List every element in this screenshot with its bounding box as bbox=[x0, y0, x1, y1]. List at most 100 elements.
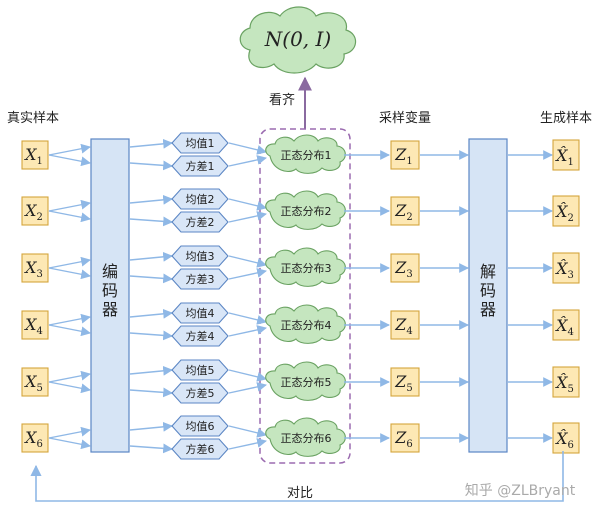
z-latent-box bbox=[390, 310, 420, 340]
x-output-box bbox=[552, 422, 580, 454]
x-to-encoder-arrow bbox=[48, 313, 91, 326]
encoder-to-var-arrow bbox=[129, 160, 173, 171]
variance-label: 方差6 bbox=[186, 442, 215, 456]
row-3: X3 均值3 方差3 正态分布3 Z3 X̂3 bbox=[21, 245, 580, 290]
var-to-dist-arrow bbox=[228, 268, 267, 280]
svg-text:器: 器 bbox=[102, 300, 118, 319]
distribution-group bbox=[259, 128, 351, 464]
x-input-box bbox=[21, 310, 49, 340]
x-to-encoder-arrow bbox=[48, 143, 91, 156]
x-output-label: X̂3 bbox=[554, 259, 574, 281]
x-to-encoder-arrow bbox=[48, 210, 91, 223]
distribution-label: 正态分布5 bbox=[281, 376, 332, 389]
encoder-block: 编码器 bbox=[90, 138, 130, 453]
x-input-label: X3 bbox=[23, 258, 43, 280]
normal-distribution-cloud bbox=[265, 190, 346, 230]
distribution-label: 正态分布3 bbox=[281, 262, 332, 275]
svg-text:码: 码 bbox=[102, 281, 118, 300]
mean-node bbox=[171, 132, 229, 154]
var-to-dist-arrow bbox=[228, 155, 267, 167]
x-input-box bbox=[21, 140, 49, 170]
watermark: 知乎 @ZLBryant bbox=[465, 482, 576, 499]
z-latent-box bbox=[390, 196, 420, 226]
decoder-label: 解码器 bbox=[480, 262, 496, 319]
var-to-dist-arrow bbox=[228, 382, 267, 394]
z-latent-label: Z4 bbox=[394, 315, 413, 337]
mean-label: 均值3 bbox=[186, 250, 215, 263]
normal-distribution-cloud bbox=[265, 134, 346, 174]
variance-label: 方差5 bbox=[186, 386, 215, 400]
x-to-encoder-arrow bbox=[48, 437, 91, 450]
x-input-label: X2 bbox=[23, 201, 43, 223]
svg-text:器: 器 bbox=[480, 300, 496, 319]
z-latent-label: Z5 bbox=[394, 372, 413, 394]
x-to-encoder-arrow bbox=[48, 381, 91, 394]
x-input-box bbox=[21, 423, 49, 453]
z-latent-label: Z3 bbox=[394, 258, 413, 280]
normal-distribution-cloud bbox=[265, 361, 346, 401]
variance-label: 方差3 bbox=[186, 272, 215, 286]
distribution-label: 正态分布1 bbox=[281, 149, 332, 162]
z-latent-box bbox=[390, 140, 420, 170]
mean-node bbox=[171, 302, 229, 324]
x-output-box bbox=[552, 139, 580, 171]
variance-node bbox=[171, 382, 229, 404]
variance-label: 方差2 bbox=[186, 215, 215, 229]
mean-label: 均值2 bbox=[186, 193, 215, 206]
mean-to-dist-arrow bbox=[228, 198, 267, 211]
mean-label: 均值4 bbox=[186, 307, 215, 320]
mean-label: 均值1 bbox=[186, 137, 215, 150]
x-to-encoder-arrow bbox=[48, 154, 91, 167]
generated-samples-header: 生成样本 bbox=[540, 111, 592, 126]
var-to-dist-arrow bbox=[228, 325, 267, 337]
encoder-to-mean-arrow bbox=[129, 138, 173, 149]
encoder-to-var-arrow bbox=[129, 216, 173, 227]
mean-to-dist-arrow bbox=[228, 142, 267, 155]
x-output-box bbox=[552, 366, 580, 398]
prior-label: N(0, I) bbox=[264, 27, 331, 51]
align-label: 看齐 bbox=[269, 92, 295, 108]
mean-node bbox=[171, 359, 229, 381]
distribution-label: 正态分布2 bbox=[281, 205, 332, 218]
z-latent-box bbox=[390, 367, 420, 397]
normal-distribution-cloud bbox=[265, 247, 346, 287]
x-output-box bbox=[552, 252, 580, 284]
z-latent-label: Z6 bbox=[394, 428, 413, 450]
compare-arrow bbox=[30, 451, 564, 502]
mean-label: 均值5 bbox=[186, 364, 215, 377]
compare-label: 对比 bbox=[287, 486, 313, 501]
sampled-variables-header: 采样变量 bbox=[379, 110, 431, 126]
svg-text:编: 编 bbox=[102, 262, 118, 281]
encoder-to-var-arrow bbox=[129, 330, 173, 341]
z-latent-box bbox=[390, 423, 420, 453]
encoder-to-var-arrow bbox=[129, 273, 173, 284]
encoder-to-var-arrow bbox=[129, 443, 173, 454]
x-input-box bbox=[21, 367, 49, 397]
x-input-label: X6 bbox=[23, 428, 43, 450]
distribution-label: 正态分布6 bbox=[281, 432, 332, 445]
distribution-label: 正态分布4 bbox=[281, 319, 332, 332]
x-input-box bbox=[21, 253, 49, 283]
x-output-box bbox=[552, 195, 580, 227]
x-output-label: X̂6 bbox=[554, 429, 574, 451]
z-latent-label: Z2 bbox=[394, 201, 413, 223]
mean-to-dist-arrow bbox=[228, 255, 267, 268]
encoder-label: 编码器 bbox=[102, 262, 118, 319]
encoder-to-mean-arrow bbox=[129, 365, 173, 376]
mean-node bbox=[171, 415, 229, 437]
prior-cloud: N(0, I) bbox=[239, 6, 357, 74]
svg-text:码: 码 bbox=[480, 281, 496, 300]
variance-node bbox=[171, 155, 229, 177]
real-samples-header: 真实样本 bbox=[7, 111, 59, 126]
variance-label: 方差1 bbox=[186, 159, 215, 173]
mean-node bbox=[171, 188, 229, 210]
normal-distribution-cloud bbox=[265, 417, 346, 457]
mean-to-dist-arrow bbox=[228, 425, 267, 438]
normal-distribution-cloud bbox=[265, 304, 346, 344]
x-input-label: X4 bbox=[23, 315, 43, 337]
encoder-to-mean-arrow bbox=[129, 421, 173, 432]
